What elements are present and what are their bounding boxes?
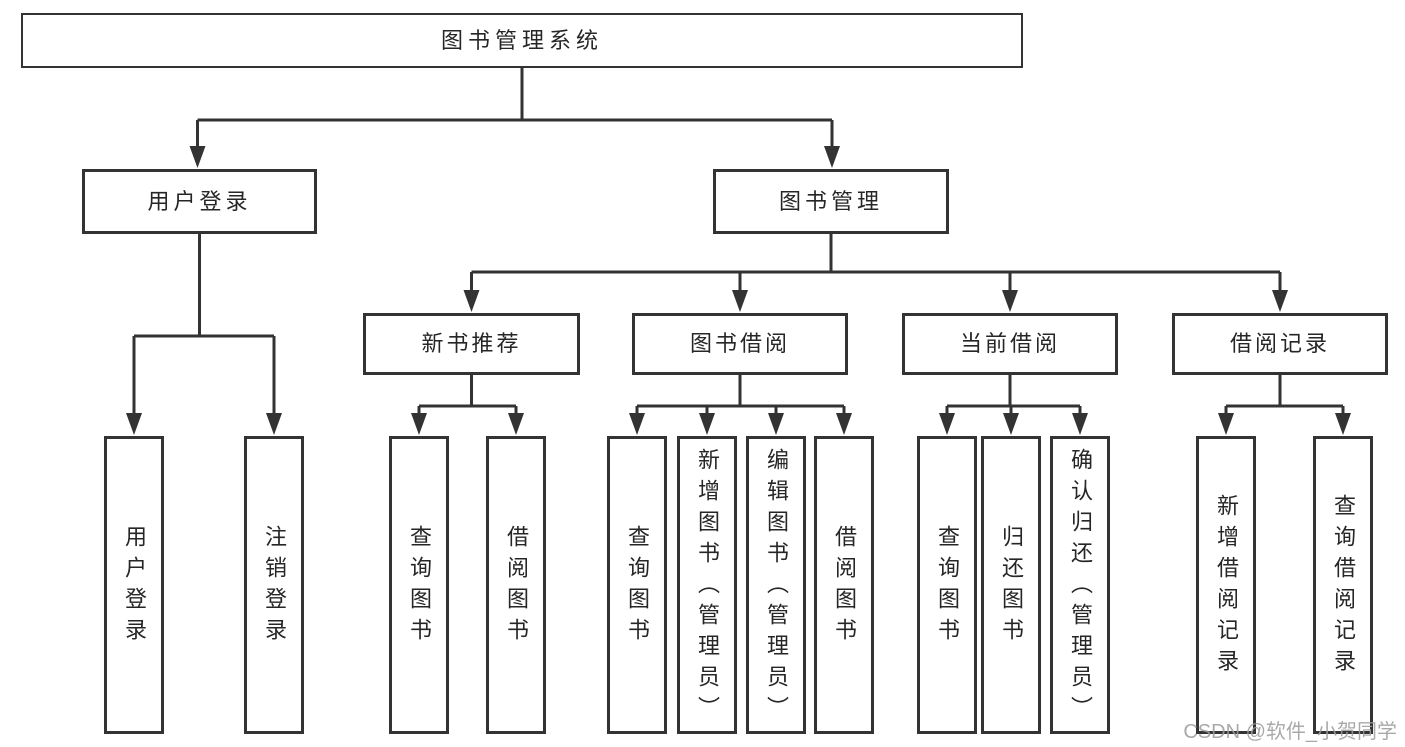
leaf-borrow-books-borrow: 借阅图书 (814, 436, 874, 734)
leaf-return-books: 归还图书 (981, 436, 1041, 734)
leaf-query-books-borrow: 查询图书 (607, 436, 667, 734)
arrow-icon (1003, 413, 1019, 435)
node-library-management-system: 图书管理系统 (21, 13, 1023, 68)
leaf-query-books-current: 查询图书 (917, 436, 977, 734)
arrowheads (126, 146, 1351, 435)
leaf-add-borrow-record: 新增借阅记录 (1196, 436, 1256, 734)
arrow-icon (508, 413, 524, 435)
node-current-borrowing: 当前借阅 (902, 313, 1118, 375)
arrow-icon (463, 290, 480, 312)
node-new-book-recommendation: 新书推荐 (363, 313, 580, 375)
arrow-icon (1272, 290, 1288, 312)
arrow-icon (824, 146, 840, 168)
node-book-borrowing: 图书借阅 (632, 313, 848, 375)
node-borrowing-records: 借阅记录 (1172, 313, 1388, 375)
arrow-icon (266, 413, 282, 435)
arrow-icon (1335, 413, 1351, 435)
arrow-icon (768, 413, 784, 435)
leaf-user-login: 用户登录 (104, 436, 164, 734)
arrow-icon (699, 413, 715, 435)
node-book-management-branch: 图书管理 (713, 169, 949, 234)
connector-paths (132, 68, 1345, 416)
arrow-icon (1002, 290, 1018, 312)
arrow-icon (939, 413, 955, 435)
arrow-icon (732, 290, 748, 312)
leaf-borrow-books-recommend: 借阅图书 (486, 436, 546, 734)
arrow-icon (1072, 413, 1088, 435)
leaf-edit-book-admin: 编辑图书（管理员） (746, 436, 806, 734)
node-user-login-branch: 用户登录 (82, 169, 317, 234)
arrow-icon (189, 146, 206, 168)
leaf-add-book-admin: 新增图书（管理员） (677, 436, 737, 734)
arrow-icon (836, 413, 852, 435)
arrow-icon (629, 413, 645, 435)
leaf-query-books-recommend: 查询图书 (389, 436, 449, 734)
leaf-logout: 注销登录 (244, 436, 304, 734)
csdn-watermark: CSDN @软件_小贺同学 (1183, 721, 1397, 743)
leaf-query-borrow-record: 查询借阅记录 (1313, 436, 1373, 734)
arrow-icon (126, 413, 142, 435)
arrow-icon (411, 413, 427, 435)
arrow-icon (1218, 413, 1234, 435)
leaf-confirm-return-admin: 确认归还（管理员） (1050, 436, 1110, 734)
